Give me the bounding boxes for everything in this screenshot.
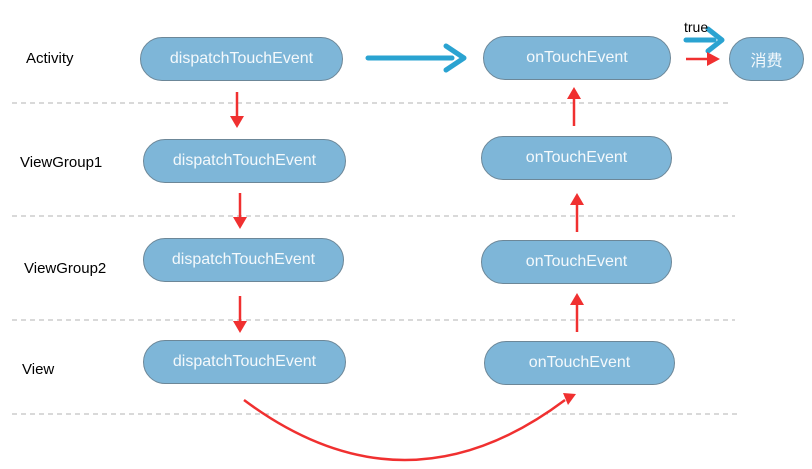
row-label-view: View xyxy=(22,361,55,378)
view-ontouch-node: onTouchEvent xyxy=(484,341,675,385)
activity-ontouch-node: onTouchEvent xyxy=(483,36,671,80)
red-arrow-to-consume xyxy=(686,52,720,66)
activity-dispatch-node: dispatchTouchEvent xyxy=(140,37,343,81)
viewgroup1-ontouch-node: onTouchEvent xyxy=(481,136,672,180)
red-up-arrow-viewgroup2-to-viewgroup1 xyxy=(570,193,584,232)
view-dispatch-node: dispatchTouchEvent xyxy=(143,340,346,384)
consume-node: 消费 xyxy=(729,37,804,81)
true-label: true xyxy=(684,19,709,35)
blue-arrow-activity-dispatch-to-ontouch xyxy=(365,43,467,73)
row-label-activity: Activity xyxy=(26,50,74,67)
viewgroup2-ontouch-node: onTouchEvent xyxy=(481,240,672,284)
red-up-arrow-viewgroup1-to-activity xyxy=(567,87,581,126)
red-down-arrow-activity-to-viewgroup1 xyxy=(230,92,244,128)
red-curved-arrow-dispatch-to-ontouch xyxy=(243,393,576,462)
red-down-arrow-viewgroup2-to-view xyxy=(233,296,247,333)
viewgroup1-dispatch-node: dispatchTouchEvent xyxy=(143,139,346,183)
viewgroup2-dispatch-node: dispatchTouchEvent xyxy=(143,238,344,282)
row-label-viewgroup1: ViewGroup1 xyxy=(20,154,103,171)
red-down-arrow-viewgroup1-to-viewgroup2 xyxy=(233,193,247,229)
red-up-arrow-view-to-viewgroup2 xyxy=(570,293,584,332)
row-label-viewgroup2: ViewGroup2 xyxy=(24,260,107,277)
blue-arrow-true-to-consume xyxy=(683,26,725,54)
